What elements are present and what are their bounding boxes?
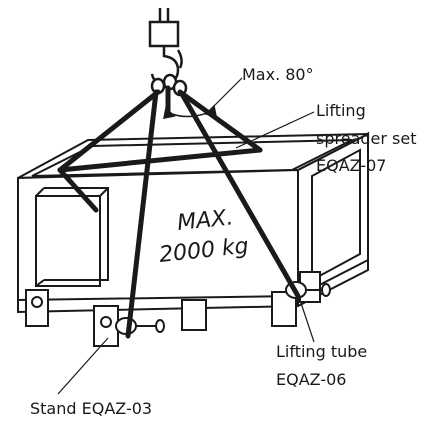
stand-label: Stand EQAZ-03 bbox=[30, 399, 152, 418]
spreader-slings bbox=[57, 85, 301, 339]
leader-lines bbox=[57, 77, 315, 395]
tube-label-line1: Lifting tube bbox=[276, 342, 367, 361]
spreader-label-line3: EQAZ-07 bbox=[316, 156, 386, 175]
crane-hook bbox=[148, 8, 183, 86]
hook-eyelets bbox=[150, 73, 188, 97]
tube-label-line2: EQAZ-06 bbox=[276, 370, 346, 389]
angle-label: Max. 80° bbox=[242, 65, 314, 84]
spreader-label-line1: Lifting bbox=[316, 101, 366, 120]
spreader-label-line2: spreader set bbox=[316, 129, 416, 148]
capacity-label-line1: MAX. bbox=[176, 205, 234, 236]
